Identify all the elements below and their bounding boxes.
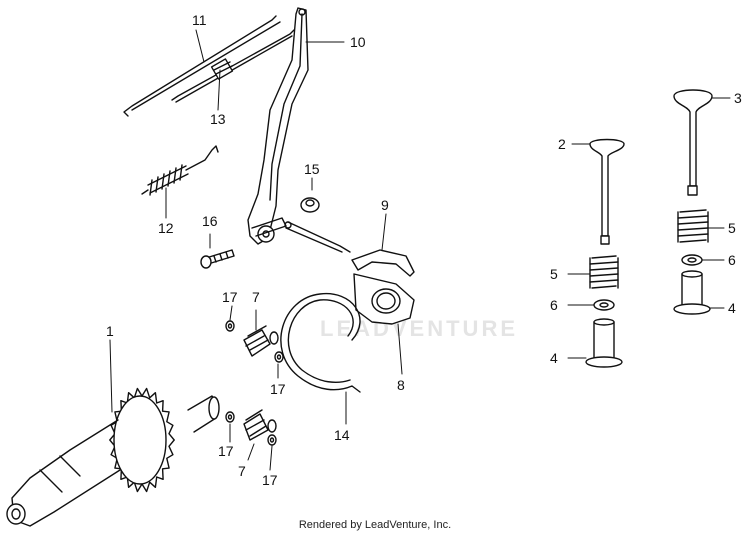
leader-lines bbox=[109, 29, 731, 471]
footer-credit: Rendered by LeadVenture, Inc. bbox=[298, 519, 452, 531]
callout-10: 10 bbox=[350, 34, 366, 50]
camshaft bbox=[6, 387, 220, 527]
spring-retainer-right bbox=[681, 254, 703, 266]
governor-arm bbox=[247, 7, 309, 245]
callout-15: 15 bbox=[304, 161, 320, 177]
washer-3 bbox=[225, 411, 235, 423]
tappet-right bbox=[673, 270, 711, 315]
retaining-clip bbox=[280, 293, 361, 393]
lock-nut bbox=[300, 197, 320, 213]
governor-rod bbox=[123, 15, 281, 117]
callout-3: 3 bbox=[734, 90, 742, 106]
tappet-left bbox=[585, 318, 623, 368]
callout-8: 8 bbox=[397, 377, 405, 393]
callout-17-d: 17 bbox=[262, 472, 278, 488]
callout-4-left: 4 bbox=[550, 350, 558, 366]
callout-11: 11 bbox=[192, 12, 207, 28]
callout-5-right: 5 bbox=[728, 220, 736, 236]
callout-12: 12 bbox=[158, 220, 174, 236]
callout-9: 9 bbox=[381, 197, 389, 213]
callout-7-lower: 7 bbox=[238, 463, 246, 479]
callout-17-c: 17 bbox=[218, 443, 234, 459]
washer-2 bbox=[274, 351, 284, 363]
callout-13: 13 bbox=[210, 111, 226, 127]
callout-17-b: 17 bbox=[270, 381, 286, 397]
callout-6-right: 6 bbox=[728, 252, 736, 268]
callout-2: 2 bbox=[558, 136, 566, 152]
callout-1: 1 bbox=[106, 323, 114, 339]
callout-16: 16 bbox=[202, 213, 218, 229]
governor-weight-upper bbox=[243, 325, 279, 357]
spring-retainer-left bbox=[593, 299, 615, 311]
governor-weight-lower bbox=[243, 409, 277, 441]
callouts: 11 13 10 12 15 16 9 8 14 1 7 17 17 17 7 … bbox=[106, 12, 742, 488]
washer-4 bbox=[267, 434, 277, 446]
governor-spring bbox=[141, 145, 219, 196]
callout-17-a: 17 bbox=[222, 289, 238, 305]
callout-6-left: 6 bbox=[550, 297, 558, 313]
governor-plate bbox=[353, 273, 415, 325]
exhaust-valve bbox=[589, 138, 625, 245]
callout-14: 14 bbox=[334, 427, 350, 443]
callout-7-upper: 7 bbox=[252, 289, 260, 305]
washer-1 bbox=[225, 320, 235, 332]
callout-5-left: 5 bbox=[550, 266, 558, 282]
bolt bbox=[200, 249, 235, 269]
callout-4-right: 4 bbox=[728, 300, 736, 316]
throttle-link bbox=[171, 29, 295, 103]
governor-lever bbox=[284, 221, 415, 277]
valve-spring-right bbox=[677, 209, 709, 243]
intake-valve bbox=[673, 89, 713, 196]
valve-spring-left bbox=[589, 255, 619, 289]
